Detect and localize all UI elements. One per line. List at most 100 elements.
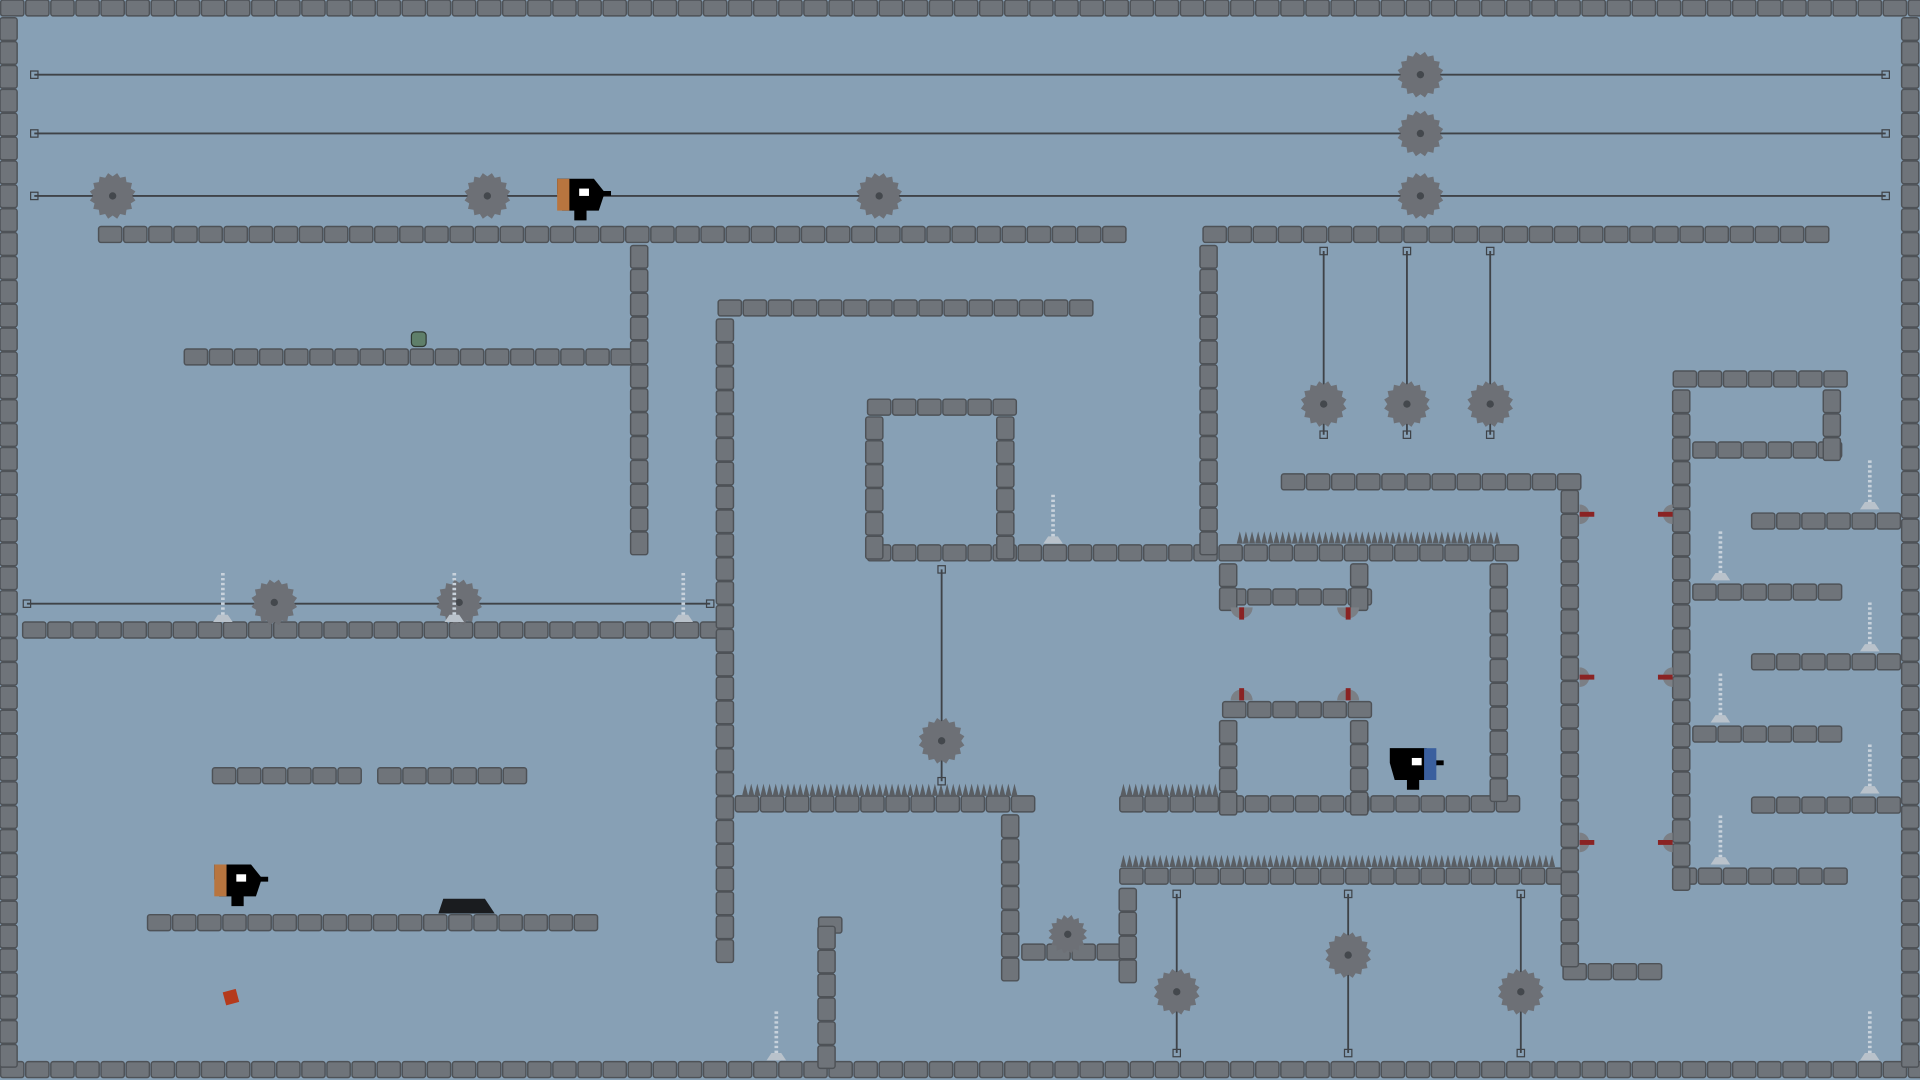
block	[1900, 566, 1920, 591]
block	[767, 299, 793, 317]
block	[1832, 0, 1858, 17]
block	[1092, 544, 1118, 562]
block	[21, 621, 47, 639]
block	[599, 225, 625, 244]
block	[448, 913, 473, 932]
block	[574, 621, 599, 639]
block	[1560, 561, 1580, 586]
wall	[864, 416, 884, 560]
block	[1697, 370, 1723, 388]
block	[1900, 542, 1920, 567]
block	[1269, 867, 1295, 885]
block	[784, 795, 810, 813]
wall	[1199, 244, 1218, 556]
platform	[1672, 370, 1848, 388]
block	[978, 1060, 1004, 1079]
block	[825, 225, 851, 244]
block	[1900, 781, 1920, 806]
block	[50, 0, 75, 17]
block	[1560, 728, 1580, 753]
block	[715, 533, 735, 558]
block	[1900, 422, 1920, 448]
block	[0, 590, 18, 615]
block	[1817, 583, 1843, 601]
block	[1560, 752, 1580, 777]
block	[1330, 473, 1356, 491]
block	[0, 422, 18, 448]
block	[992, 398, 1018, 416]
rail-end	[30, 191, 39, 201]
block	[359, 348, 384, 366]
block	[1322, 588, 1348, 606]
block	[1822, 389, 1842, 414]
block	[1356, 473, 1381, 491]
block	[1900, 518, 1920, 543]
block	[1478, 225, 1504, 244]
block	[1199, 340, 1218, 365]
block	[1560, 800, 1580, 825]
block	[1169, 795, 1194, 813]
block	[1370, 795, 1395, 813]
steam-vent-icon	[444, 614, 465, 623]
block	[323, 621, 348, 639]
block	[0, 709, 18, 734]
block	[1603, 225, 1629, 244]
block	[942, 398, 967, 416]
saw-hub	[1344, 951, 1352, 959]
block	[1503, 225, 1529, 244]
anchor	[1485, 430, 1495, 439]
block	[951, 225, 977, 244]
block	[1395, 795, 1420, 813]
block	[629, 388, 649, 413]
block	[298, 621, 323, 639]
block	[817, 949, 836, 974]
block	[476, 1060, 502, 1079]
block	[817, 299, 843, 317]
block	[1043, 299, 1069, 317]
block	[1076, 225, 1102, 244]
block	[1631, 1060, 1657, 1079]
block	[1747, 867, 1773, 885]
block	[1560, 871, 1580, 896]
block	[649, 621, 675, 639]
block	[629, 507, 649, 532]
block	[1717, 725, 1742, 743]
block	[1776, 653, 1801, 671]
block	[1822, 437, 1842, 462]
saw-hub	[1416, 71, 1425, 79]
block	[834, 795, 860, 813]
block	[928, 1060, 954, 1079]
block	[422, 913, 448, 932]
block	[1419, 544, 1444, 562]
block	[1900, 136, 1920, 161]
block	[1000, 909, 1020, 934]
block	[1671, 437, 1691, 462]
anchor	[1319, 430, 1328, 439]
block	[1218, 767, 1238, 792]
block	[1681, 1060, 1707, 1079]
block	[1269, 795, 1295, 813]
block	[1227, 225, 1253, 244]
block	[97, 225, 123, 244]
block	[903, 1060, 929, 1079]
block	[1900, 1043, 1920, 1068]
block	[24, 1060, 50, 1079]
block	[1900, 40, 1920, 66]
block	[0, 40, 18, 66]
block	[248, 225, 274, 244]
block	[978, 0, 1004, 17]
block	[0, 1043, 18, 1068]
eye	[579, 188, 589, 196]
block	[935, 795, 961, 813]
block	[250, 0, 276, 17]
block	[222, 621, 248, 639]
block	[1118, 887, 1138, 912]
block	[1219, 867, 1245, 885]
block	[1118, 911, 1138, 936]
block	[1671, 604, 1691, 629]
block	[0, 972, 18, 997]
block	[1750, 512, 1776, 530]
block	[1319, 867, 1345, 885]
